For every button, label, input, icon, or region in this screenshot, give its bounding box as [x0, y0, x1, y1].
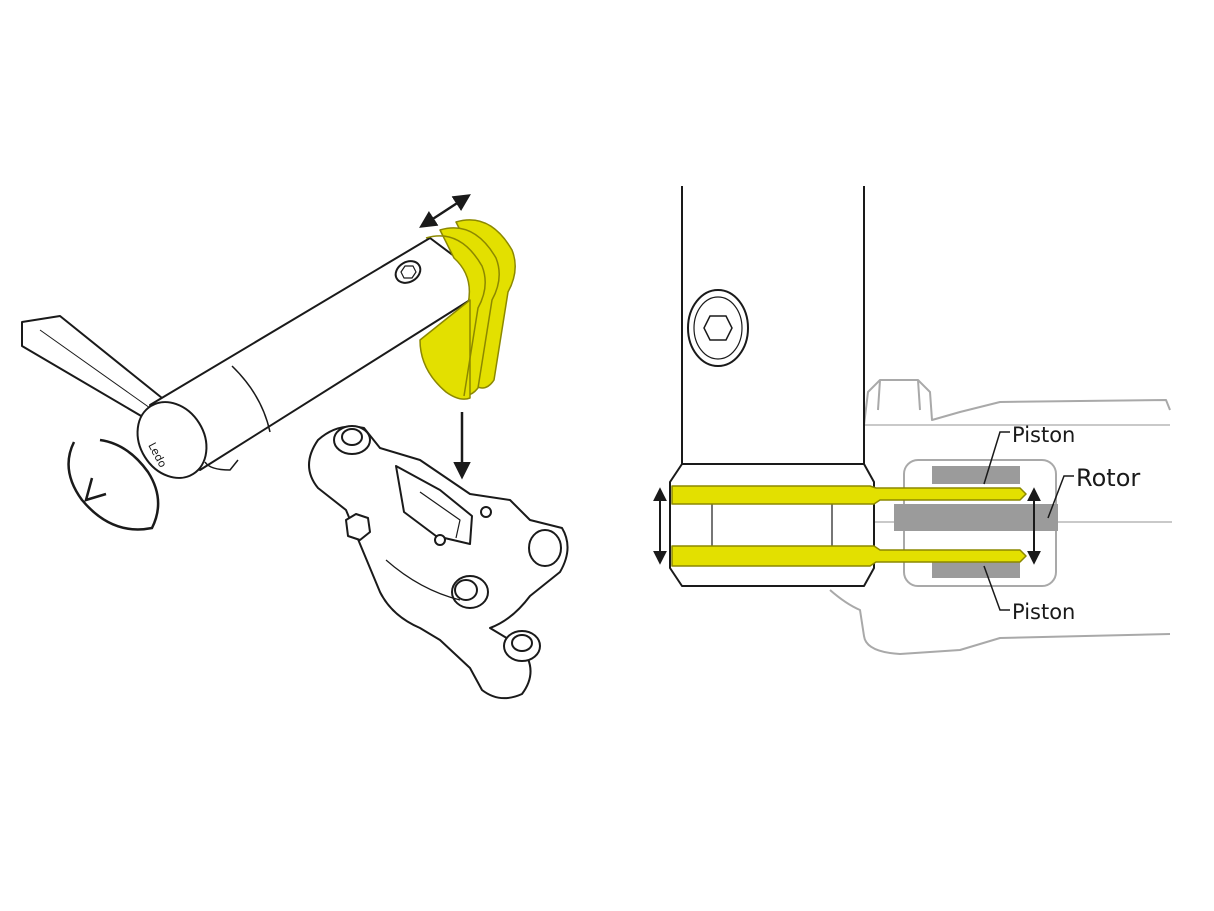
rotate-arrowhead-icon — [84, 477, 107, 502]
caliper-outline — [829, 379, 1172, 655]
spreader-paddles-section — [671, 485, 1027, 567]
tool-body — [136, 237, 471, 479]
piston-bottom-label: Piston — [1012, 600, 1075, 624]
piston-top — [932, 466, 1020, 484]
rotor-label: Rotor — [1076, 464, 1140, 492]
piston-top-label: Piston — [1012, 423, 1075, 447]
left-illustration: Ledo — [21, 194, 569, 700]
brake-caliper — [308, 425, 569, 700]
slide-arrow-icon — [419, 194, 471, 228]
tool-handle — [21, 315, 163, 421]
rotate-arrow-icon — [67, 438, 160, 531]
tool-head — [669, 463, 875, 587]
piston-bottom — [932, 562, 1020, 578]
spreader-paddles — [419, 219, 516, 400]
right-illustration: Piston Rotor Piston — [653, 186, 1172, 655]
hex-screw-icon — [687, 289, 749, 367]
label-leaders — [983, 431, 1074, 611]
